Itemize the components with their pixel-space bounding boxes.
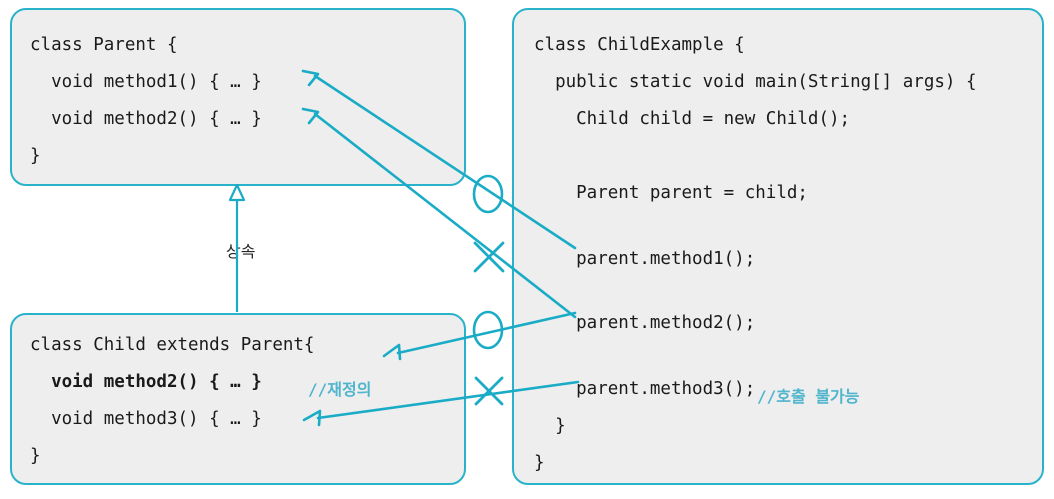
child-code-line-1: class Child extends Parent{	[30, 335, 315, 355]
inheritance-label: 상속	[226, 242, 256, 261]
not-callable-comment: //호출 불가능	[757, 387, 860, 406]
example-code-line-9: }	[534, 453, 545, 473]
parent-class-box: class Parent { void method1() { … } void…	[10, 8, 466, 186]
marker-cross-upper	[473, 241, 505, 273]
parent-code-line-1: class Parent {	[30, 35, 178, 55]
marker-cross-lower	[474, 376, 504, 406]
child-class-box: class Child extends Parent{ void method2…	[10, 313, 466, 485]
child-code-line-3: void method3() { … }	[30, 409, 262, 429]
example-code-line-7: parent.method3();	[534, 379, 756, 399]
example-code-line-4: Parent parent = child;	[534, 183, 808, 203]
example-code-line-2: public static void main(String[] args) {	[534, 72, 977, 92]
marker-circle-upper	[472, 174, 504, 214]
example-code-line-6: parent.method2();	[534, 313, 756, 333]
example-code-line-3: Child child = new Child();	[534, 109, 851, 129]
example-code-line-1: class ChildExample {	[534, 35, 745, 55]
parent-code-line-3: void method2() { … }	[30, 109, 262, 129]
example-code-line-8: }	[534, 416, 566, 436]
child-example-box: class ChildExample { public static void …	[512, 8, 1044, 485]
override-comment: //재정의	[308, 380, 372, 399]
marker-circle-lower	[472, 310, 504, 350]
child-code-line-4: }	[30, 446, 41, 466]
parent-code-line-2: void method1() { … }	[30, 72, 262, 92]
example-code-line-5: parent.method1();	[534, 249, 756, 269]
child-code-line-2: void method2() { … }	[30, 372, 262, 392]
parent-code-line-4: }	[30, 146, 41, 166]
